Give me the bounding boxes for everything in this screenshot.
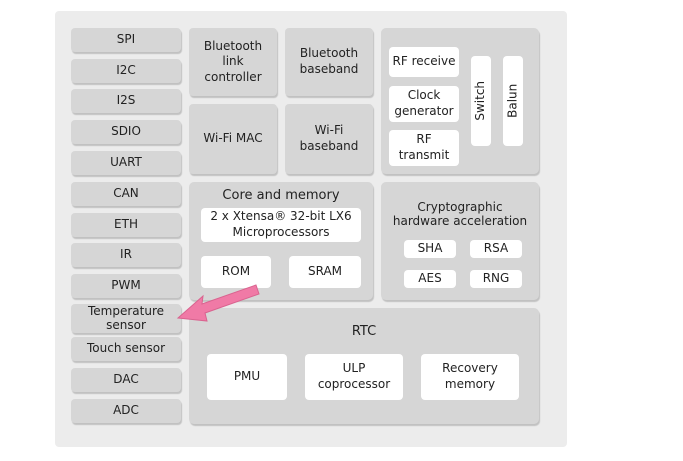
peripheral-label: I2S xyxy=(116,93,136,108)
sram: SRAM xyxy=(289,256,361,288)
peripheral-label: IR xyxy=(120,247,132,262)
pmu-label: PMU xyxy=(233,369,261,384)
crypto-sha: SHA xyxy=(404,240,456,258)
crypto-aes: AES xyxy=(404,270,456,288)
rom-label: ROM xyxy=(221,264,251,279)
rf-receive: RF receive xyxy=(389,47,459,77)
clock-generator: Clock generator xyxy=(389,86,459,122)
peripheral-ir: IR xyxy=(71,243,181,267)
switch-label: Switch xyxy=(473,81,488,121)
bluetooth-baseband-label: Bluetooth baseband xyxy=(299,46,359,76)
bluetooth-baseband: Bluetooth baseband xyxy=(285,28,373,96)
peripheral-can: CAN xyxy=(71,182,181,206)
wifi-mac-label: Wi-Fi MAC xyxy=(203,131,263,146)
peripheral-spi: SPI xyxy=(71,28,181,52)
switch: Switch xyxy=(471,56,491,146)
rf-receive-label: RF receive xyxy=(392,54,456,69)
peripheral-label: I2C xyxy=(116,63,136,78)
peripheral-label: ADC xyxy=(113,403,139,418)
crypto-sha-label: SHA xyxy=(417,241,443,256)
peripheral-label: ETH xyxy=(114,217,138,232)
peripheral-temperature-sensor: Temperature sensor xyxy=(71,304,181,333)
peripheral-label: SPI xyxy=(116,32,136,47)
microprocessors: 2 x Xtensa® 32-bit LX6 Microprocessors xyxy=(201,208,361,242)
microprocessors-label: 2 x Xtensa® 32-bit LX6 Microprocessors xyxy=(210,209,352,239)
wifi-baseband-label: Wi-Fi baseband xyxy=(299,123,359,153)
peripheral-label: CAN xyxy=(113,186,139,201)
sram-label: SRAM xyxy=(307,264,343,279)
peripheral-dac: DAC xyxy=(71,368,181,392)
pmu: PMU xyxy=(207,354,287,400)
crypto-title: Cryptographic hardware acceleration xyxy=(392,200,528,229)
clock-generator-label: Clock generator xyxy=(394,88,454,118)
wifi-mac: Wi-Fi MAC xyxy=(189,104,277,174)
rf-transmit: RF transmit xyxy=(389,130,459,166)
ulp-coprocessor-label: ULP coprocessor xyxy=(317,361,391,391)
core-memory-title: Core and memory xyxy=(222,188,340,203)
peripheral-touch-sensor: Touch sensor xyxy=(71,337,181,361)
crypto-rsa: RSA xyxy=(470,240,522,258)
crypto-rsa-label: RSA xyxy=(483,241,509,256)
bluetooth-link-controller: Bluetooth link controller xyxy=(189,28,277,96)
peripheral-label: UART xyxy=(110,155,142,170)
peripheral-label: Touch sensor xyxy=(86,341,166,356)
balun-label: Balun xyxy=(505,83,520,119)
peripheral-eth: ETH xyxy=(71,213,181,237)
balun: Balun xyxy=(503,56,523,146)
peripheral-pwm: PWM xyxy=(71,274,181,298)
peripheral-label: SDIO xyxy=(111,124,141,139)
bluetooth-link-controller-label: Bluetooth link controller xyxy=(203,38,263,84)
rf-transmit-label: RF transmit xyxy=(398,132,450,162)
peripheral-label: DAC xyxy=(113,372,139,387)
peripheral-i2c: I2C xyxy=(71,59,181,83)
rtc-title: RTC xyxy=(351,324,377,339)
crypto-rng-label: RNG xyxy=(482,271,510,286)
crypto-rng: RNG xyxy=(470,270,522,288)
rom: ROM xyxy=(201,256,271,288)
ulp-coprocessor: ULP coprocessor xyxy=(305,354,403,400)
peripheral-uart: UART xyxy=(71,151,181,175)
crypto-aes-label: AES xyxy=(418,271,442,286)
wifi-baseband: Wi-Fi baseband xyxy=(285,104,373,174)
peripheral-sdio: SDIO xyxy=(71,120,181,144)
peripheral-label: Temperature sensor xyxy=(87,304,164,332)
recovery-memory: Recovery memory xyxy=(421,354,519,400)
peripheral-adc: ADC xyxy=(71,399,181,423)
peripheral-label: PWM xyxy=(111,278,141,293)
peripheral-i2s: I2S xyxy=(71,89,181,113)
recovery-memory-label: Recovery memory xyxy=(442,361,498,391)
